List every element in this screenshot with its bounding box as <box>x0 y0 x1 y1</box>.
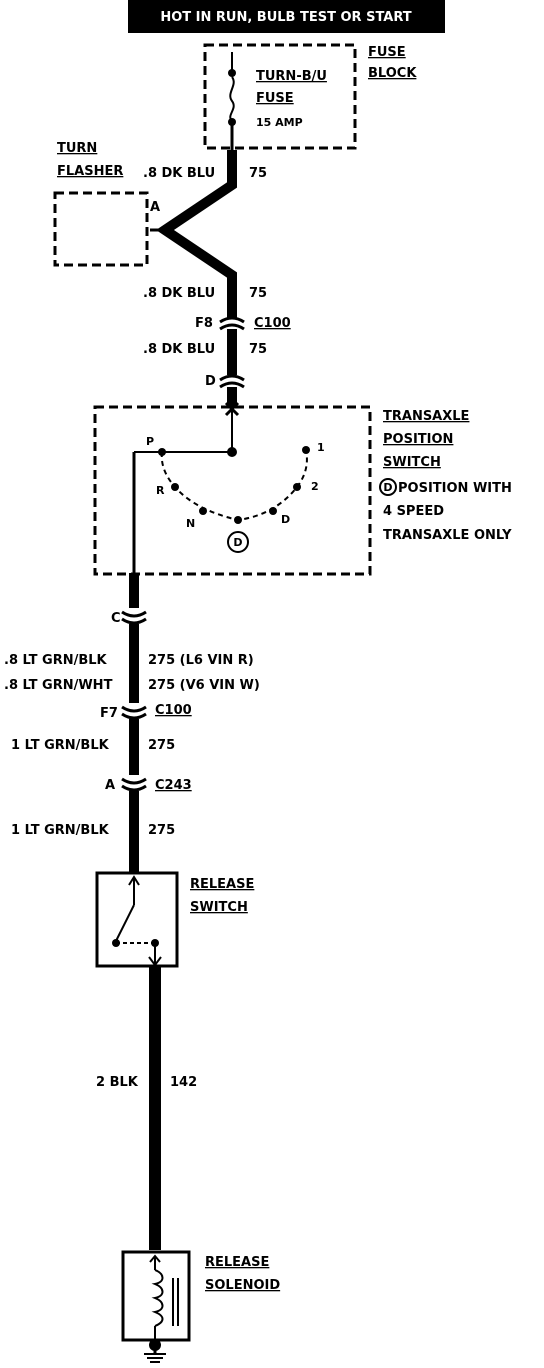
fuse-block-title-1: FUSE <box>368 45 406 60</box>
fuse-top-terminal <box>228 69 236 77</box>
connector-c100-name: C100 <box>254 316 291 331</box>
position-n-contact <box>199 507 207 515</box>
connector-c243-name: C243 <box>155 778 192 793</box>
transaxle-note-symbol-label: D <box>383 481 392 494</box>
wire-6-size-color: 1 LT GRN/BLK <box>11 823 110 838</box>
position-d-label: D <box>281 513 290 526</box>
wire-3-circuit: 75 <box>249 342 267 357</box>
fuse-rating: 15 AMP <box>256 116 303 129</box>
position-d4-label: D <box>233 536 242 549</box>
position-2-label: 2 <box>311 480 319 493</box>
connector-f7-bottom-arc <box>121 712 147 720</box>
wire-2-size-color: .8 DK BLU <box>143 286 215 301</box>
connector-c-top-arc <box>121 610 147 618</box>
wire-4a-circuit: 275 (L6 VIN R) <box>148 653 254 668</box>
transaxle-title-2: POSITION <box>383 432 453 447</box>
position-1-label: 1 <box>317 441 325 454</box>
connector-c243-pin: A <box>105 778 115 793</box>
position-n-label: N <box>186 517 195 530</box>
turn-flasher-outline <box>53 191 149 267</box>
position-r-contact <box>171 483 179 491</box>
position-p-label: P <box>146 435 154 448</box>
position-r-label: R <box>156 484 165 497</box>
wire-7-circuit: 142 <box>170 1075 197 1090</box>
position-d4-symbol <box>227 531 249 553</box>
connector-c100-top-arc <box>219 316 245 324</box>
wire-5-size-color: 1 LT GRN/BLK <box>11 738 110 753</box>
wire-4b-size-color: .8 LT GRN/WHT <box>4 678 113 693</box>
connector-c100-bottom-arc <box>219 323 245 331</box>
turn-flasher-terminal: A <box>150 200 160 215</box>
solenoid-coil <box>151 1269 164 1327</box>
transaxle-title-1: TRANSAXLE <box>383 409 469 424</box>
wire-1-circuit: 75 <box>249 166 267 181</box>
fuse-symbol <box>229 76 235 122</box>
fuse-name-1: TURN-B/U <box>256 69 327 84</box>
fuse-block-title-2: BLOCK <box>368 66 417 81</box>
connector-f7-name: C100 <box>155 703 192 718</box>
position-d-contact <box>269 507 277 515</box>
release-solenoid-label-1: RELEASE <box>205 1255 269 1270</box>
connector-c243-bottom-arc <box>121 784 147 792</box>
connector-d-pin: D <box>205 374 216 389</box>
wire-4b-circuit: 275 (V6 VIN W) <box>148 678 260 693</box>
fuse-name-2: FUSE <box>256 91 294 106</box>
position-2-contact <box>293 483 301 491</box>
connector-c-pin: C <box>111 611 121 626</box>
position-1-contact <box>302 446 310 454</box>
connector-c243-top-arc <box>121 777 147 785</box>
transaxle-switch-outline <box>93 405 372 576</box>
turn-flasher-label-2: FLASHER <box>57 164 123 179</box>
release-switch-bottom-arrow <box>148 956 162 967</box>
banner-background <box>128 0 445 33</box>
turn-flasher-label-1: TURN <box>57 141 97 156</box>
wire-4a-size-color: .8 LT GRN/BLK <box>4 653 108 668</box>
transaxle-position-arc <box>160 449 308 522</box>
wire-6-circuit: 275 <box>148 823 175 838</box>
wire-3-size-color: .8 DK BLU <box>143 342 215 357</box>
connector-f7-pin: F7 <box>100 706 118 721</box>
connector-c-bottom-arc <box>121 617 147 625</box>
transaxle-note-1: POSITION WITH <box>398 481 512 496</box>
release-switch-box <box>95 871 179 968</box>
release-switch-blade <box>115 904 135 942</box>
release-switch-label-1: RELEASE <box>190 877 254 892</box>
connector-d-bottom-arc <box>219 381 245 389</box>
fuse-block-outline <box>203 43 357 150</box>
release-switch-label-2: SWITCH <box>190 900 248 915</box>
transaxle-title-3: SWITCH <box>383 455 441 470</box>
connector-d-top-arc <box>219 374 245 382</box>
position-d4-contact <box>234 516 242 524</box>
banner-title: HOT IN RUN, BULB TEST OR START <box>160 10 411 25</box>
wire-1-size-color: .8 DK BLU <box>143 166 215 181</box>
transaxle-note-symbol <box>379 478 397 496</box>
wire-5-circuit: 275 <box>148 738 175 753</box>
transaxle-note-3: TRANSAXLE ONLY <box>383 528 512 543</box>
transaxle-note-2: 4 SPEED <box>383 504 444 519</box>
connector-c100-pin: F8 <box>195 316 213 331</box>
wire-2-circuit: 75 <box>249 286 267 301</box>
wire-7-size-color: 2 BLK <box>96 1075 139 1090</box>
connector-f7-top-arc <box>121 705 147 713</box>
release-solenoid-label-2: SOLENOID <box>205 1278 280 1293</box>
